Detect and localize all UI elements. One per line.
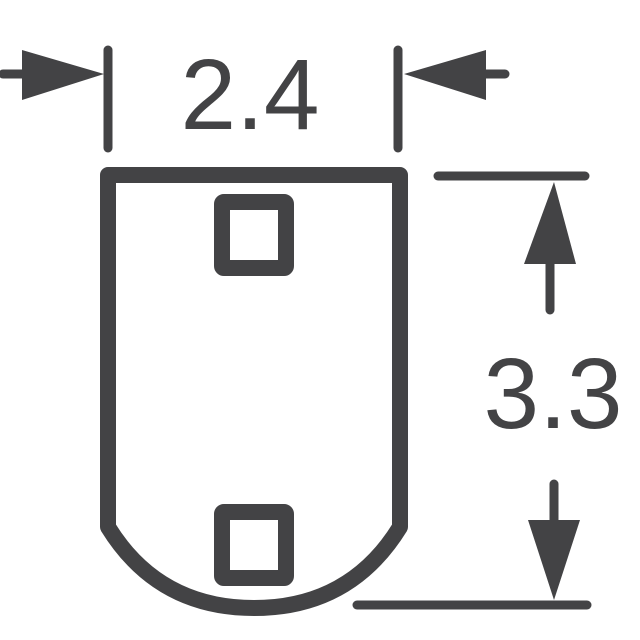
- package-body-outline: [100, 167, 408, 616]
- right-arrowhead-icon: [404, 50, 486, 100]
- height-dimension-label: 3.3: [483, 338, 622, 450]
- left-arrowhead-icon: [22, 50, 104, 100]
- top-pad: [214, 194, 294, 276]
- down-arrowhead-icon: [528, 520, 580, 600]
- up-arrowhead-icon: [524, 182, 576, 264]
- bottom-pad: [214, 504, 294, 586]
- width-dimension-label: 2.4: [180, 39, 319, 151]
